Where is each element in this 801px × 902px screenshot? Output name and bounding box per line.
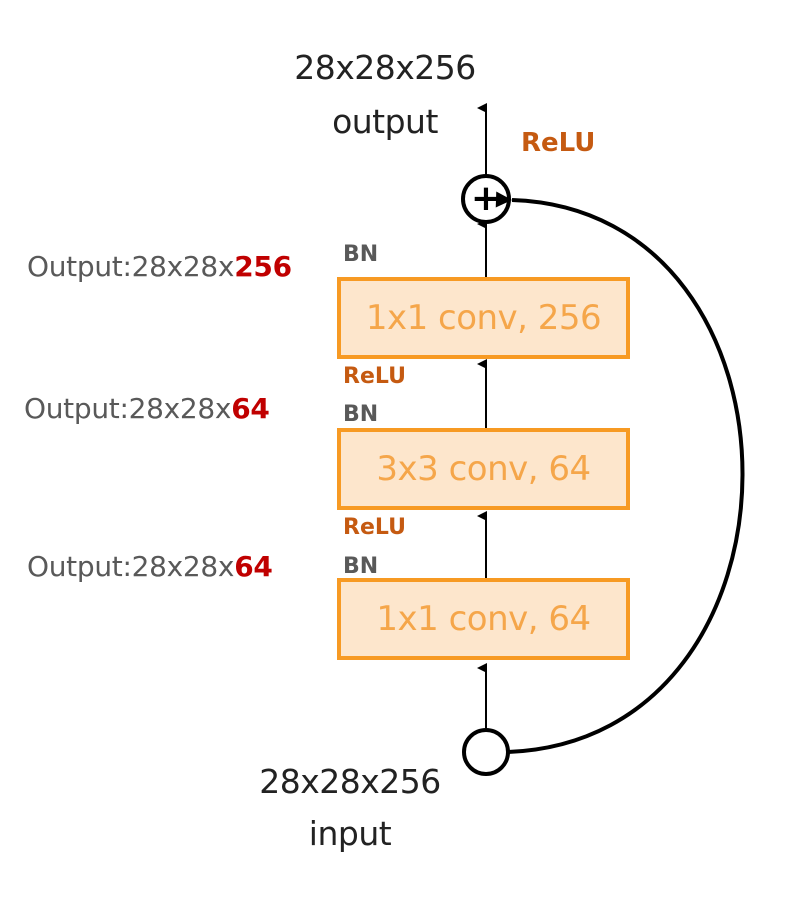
output-label: output: [332, 102, 438, 141]
layer-1-output-channels: 256: [234, 250, 292, 283]
skip-connection-arrow: [495, 191, 745, 754]
layer-1-output-label: Output:28x28x256: [27, 250, 292, 283]
conv-box-1x1-64: 1x1 conv, 64: [337, 578, 630, 660]
layer-3-output-label: Output:28x28x64: [27, 550, 273, 583]
layer-3-output-prefix: Output:28x28x: [27, 550, 235, 583]
conv-box-3-label: 1x1 conv, 64: [376, 599, 591, 639]
layer-2-output-prefix: Output:28x28x: [24, 392, 232, 425]
conv-box-3x3-64: 3x3 conv, 64: [337, 428, 630, 510]
input-label: input: [308, 814, 392, 853]
layer-2-bn-label: BN: [343, 402, 379, 427]
layer-2-output-label: Output:28x28x64: [24, 392, 270, 425]
layer-3-relu-label: ReLU: [343, 515, 406, 540]
conv-box-1x1-256: 1x1 conv, 256: [337, 277, 630, 359]
adder-plus-symbol: +: [466, 174, 506, 224]
layer-2-relu-label: ReLU: [343, 364, 406, 389]
conv-box-1-label: 1x1 conv, 256: [365, 298, 602, 338]
input-node: [462, 728, 510, 776]
layer-2-output-channels: 64: [231, 392, 270, 425]
adder-plus-text: +: [470, 178, 502, 219]
layer-3-output-channels: 64: [234, 550, 273, 583]
output-shape-label: 28x28x256: [294, 48, 476, 87]
conv-box-2-label: 3x3 conv, 64: [376, 449, 591, 489]
input-shape-label: 28x28x256: [259, 762, 441, 801]
top-relu-label: ReLU: [521, 128, 596, 158]
layer-1-bn-label: BN: [343, 242, 379, 267]
layer-3-bn-label: BN: [343, 554, 379, 579]
layer-1-output-prefix: Output:28x28x: [27, 250, 235, 283]
